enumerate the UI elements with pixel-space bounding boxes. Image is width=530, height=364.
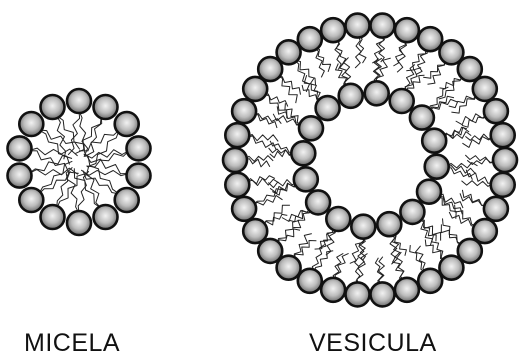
vesicle-outer-head (232, 99, 256, 123)
vesicle-inner-heads (291, 81, 448, 238)
vesicle-inner-head (365, 81, 389, 105)
vesicle-outer-tail (451, 94, 476, 113)
vesicle-inner-head (377, 212, 401, 236)
vesicle-outer-head (321, 278, 345, 302)
vesicle-outer-tail (466, 170, 493, 184)
vesicle-outer-head (418, 27, 442, 51)
vesicle-inner-tail (336, 64, 348, 87)
vesicle-outer-head (491, 173, 515, 197)
micelle-head (41, 95, 65, 119)
vesicle-outer-head (298, 269, 322, 293)
vesicle-inner-head (351, 215, 375, 239)
vesicle-inner-head (422, 129, 446, 153)
micelle-heads (8, 89, 151, 235)
micelle-head (127, 164, 151, 188)
vesicle-label: VESICULA (309, 331, 437, 356)
vesicle-outer-tail (456, 114, 487, 125)
vesicle-outer-head (484, 197, 508, 221)
vesicle-outer-tail (465, 155, 495, 163)
vesicle-outer-head (493, 148, 517, 172)
vesicle-outer-tail (462, 190, 487, 205)
vesicle-outer-head (395, 18, 419, 42)
vesicle-outer-head (395, 278, 419, 302)
vesicle-outer-tail (253, 115, 277, 128)
vesicle-outer-tail (314, 251, 333, 272)
vesicle-inner-tail (446, 168, 472, 180)
vesicle-inner-head (291, 141, 315, 165)
vesicle-inner-head (299, 116, 323, 140)
vesicle-outer-head (321, 18, 345, 42)
vesicle-outer-tail (263, 214, 287, 226)
vesicle-inner-head (410, 106, 434, 130)
vesicle-outer-tail (460, 193, 487, 205)
vesicle-outer-tail (263, 94, 287, 107)
vesicle-inner-tail (304, 75, 321, 101)
micelle-tail (78, 171, 89, 213)
vesicle-outer-tail (245, 159, 270, 167)
vesicle-outer-tail (355, 35, 361, 68)
vesicle-outer-tail (357, 254, 368, 285)
vesicle-inner-head (316, 96, 340, 120)
vesicle-outer-tail (314, 48, 331, 72)
micelle-head (8, 164, 32, 188)
micelle-head (19, 188, 43, 212)
vesicle-inner-tail (270, 141, 294, 153)
vesicle-inner-head (400, 200, 424, 224)
micelle-head (19, 112, 43, 136)
vesicle-inner-head (425, 155, 449, 179)
vesicle-outer-tail (294, 60, 309, 92)
micelle-tail (57, 116, 85, 154)
vesicle-outer-heads (223, 14, 517, 307)
vesicle-outer-head (484, 99, 508, 123)
vesicle-inner-head (294, 167, 318, 191)
micelle-head (67, 89, 91, 113)
vesicle-outer-tail (432, 236, 446, 261)
vesicle-inner-head (417, 180, 441, 204)
micelle-head (94, 205, 118, 229)
vesicle-outer-head (491, 123, 515, 147)
micelle-head (8, 136, 32, 160)
vesicle-inner-tail (289, 209, 311, 222)
micelle-head (127, 136, 151, 160)
vesicle-inner-tail (376, 58, 391, 84)
vesicle-outer-head (225, 173, 249, 197)
vesicle-inner-head (306, 190, 330, 214)
vesicle-outer-tail (247, 136, 276, 150)
vesicle-outer-head (298, 27, 322, 51)
vesicle-outer-head (473, 77, 497, 101)
vesicle-outer-tail (277, 229, 300, 245)
vesicle-outer-head (277, 40, 301, 64)
vesicle-outer-head (418, 269, 442, 293)
vesicle-outer-head (439, 256, 463, 280)
vesicle-outer-head (371, 282, 395, 306)
vesicle-outer-head (346, 282, 370, 306)
micelle-head (94, 95, 118, 119)
vesicle-inner-head (339, 84, 363, 108)
micelle-tail (76, 116, 102, 154)
vesicle-outer-tail (440, 76, 463, 89)
vesicle-inner-head (326, 207, 350, 231)
vesicle-outer-tail (253, 195, 282, 205)
vesicle-outer-head (371, 14, 395, 38)
vesicle-outer-head (225, 123, 249, 147)
vesicle-outer-tail (277, 221, 299, 245)
micelle-head (67, 211, 91, 235)
micelle-head (115, 188, 139, 212)
micelle-head (41, 205, 65, 229)
vesicle-outer-tail (247, 134, 279, 141)
vesicle-outer-tail (277, 76, 297, 104)
vesicle-outer-head (232, 197, 256, 221)
micelle-tail (68, 111, 80, 155)
vesicle-outer-tail (378, 257, 384, 285)
micelle-label: MICELA (24, 331, 120, 356)
vesicle-outer-head (243, 219, 267, 243)
vesicle-inner-tail (344, 57, 351, 86)
micelle-head (115, 112, 139, 136)
vesicle-outer-head (223, 148, 247, 172)
vesicle-inner-head (390, 89, 414, 113)
vesicle-outer-head (346, 14, 370, 38)
